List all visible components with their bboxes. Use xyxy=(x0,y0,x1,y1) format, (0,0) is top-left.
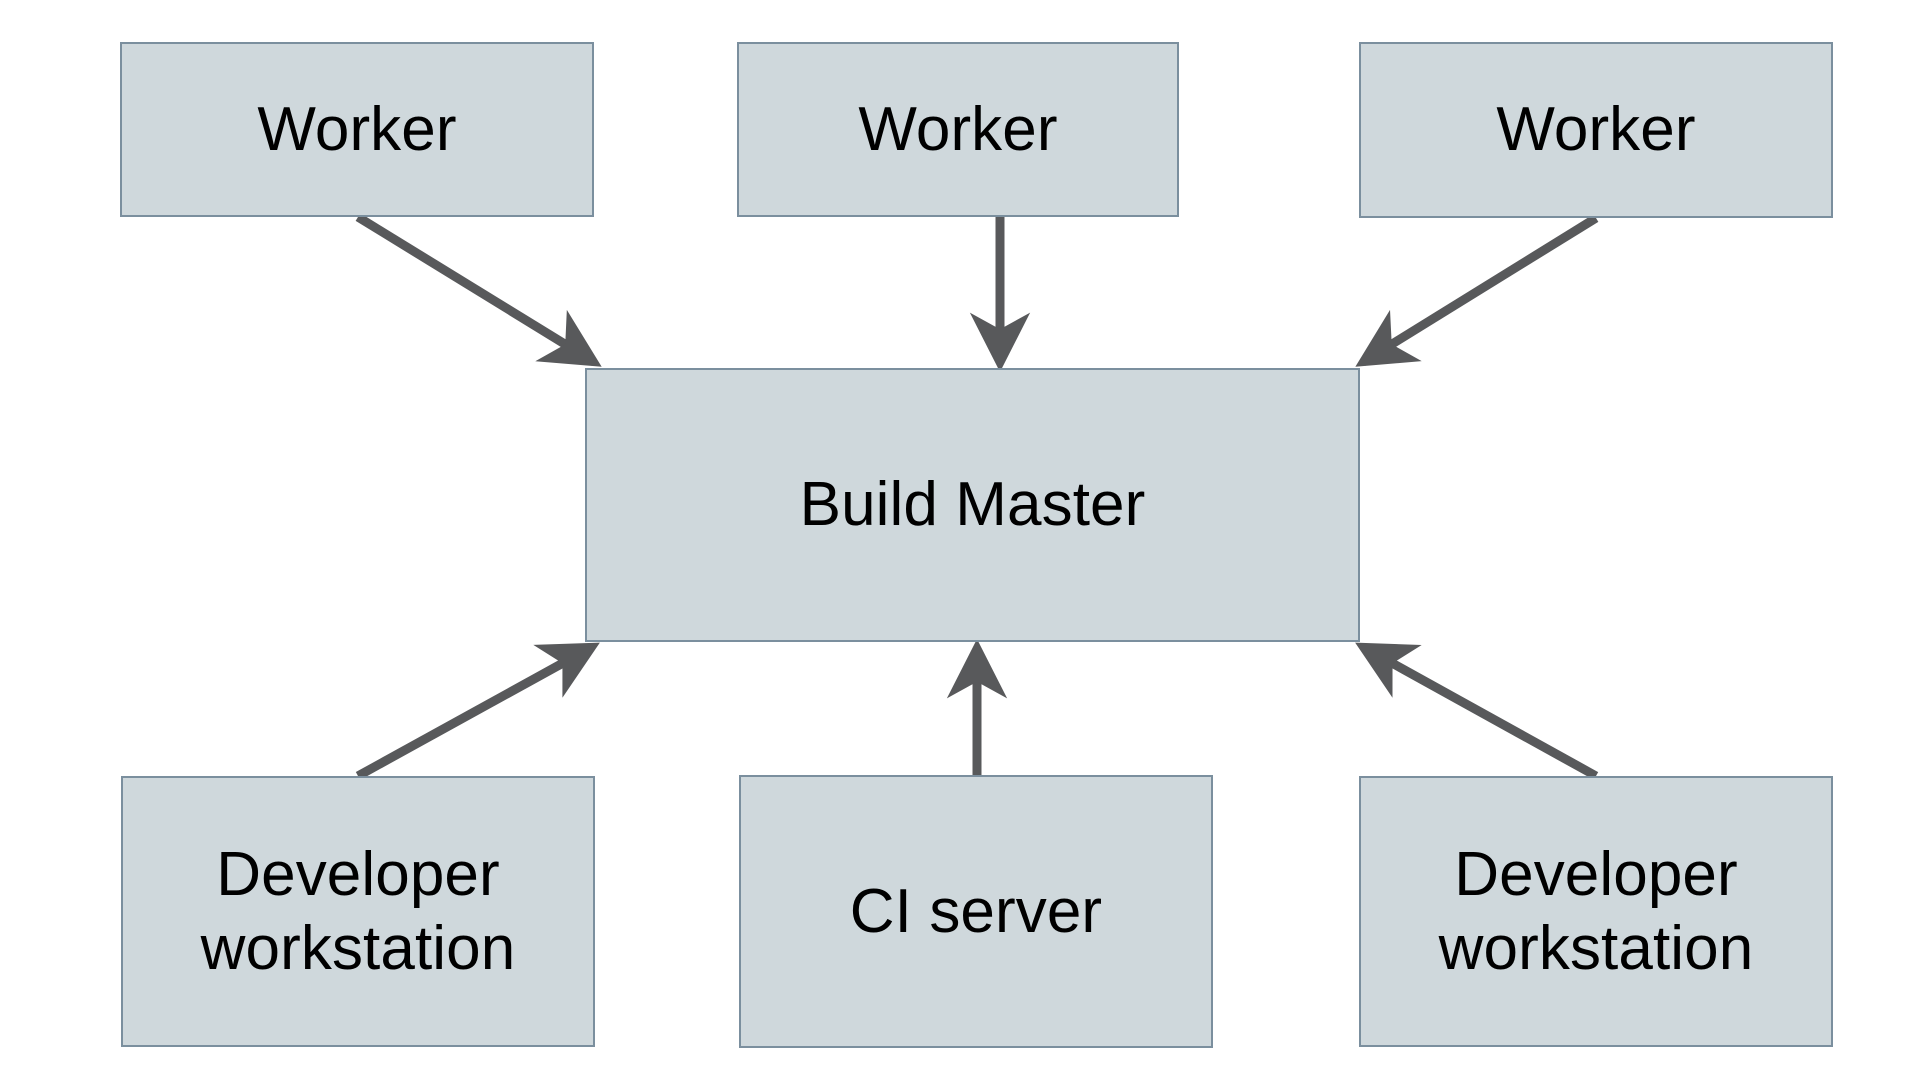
node-worker-2-label: Worker xyxy=(858,94,1058,164)
node-build-master-label: Build Master xyxy=(799,470,1146,540)
node-worker-1[interactable]: Worker xyxy=(120,42,594,217)
edge-dev2-to-master xyxy=(1355,642,1599,780)
node-worker-2[interactable]: Worker xyxy=(737,42,1179,217)
node-worker-3-label: Worker xyxy=(1496,95,1696,165)
node-ci-server-label: CI server xyxy=(849,876,1103,946)
node-worker-3[interactable]: Worker xyxy=(1359,42,1833,218)
node-worker-1-label: Worker xyxy=(257,94,457,164)
edge-worker3-to-master xyxy=(1355,214,1599,367)
node-developer-workstation-1-label: Developer workstation xyxy=(200,840,516,983)
node-build-master[interactable]: Build Master xyxy=(585,368,1360,642)
node-developer-workstation-2[interactable]: Developer workstation xyxy=(1359,776,1833,1047)
edge-dev1-to-master xyxy=(355,642,600,780)
node-ci-server[interactable]: CI server xyxy=(739,775,1213,1048)
edge-worker1-to-master xyxy=(355,213,602,367)
node-developer-workstation-2-label: Developer workstation xyxy=(1438,840,1754,983)
node-developer-workstation-1[interactable]: Developer workstation xyxy=(121,776,595,1047)
